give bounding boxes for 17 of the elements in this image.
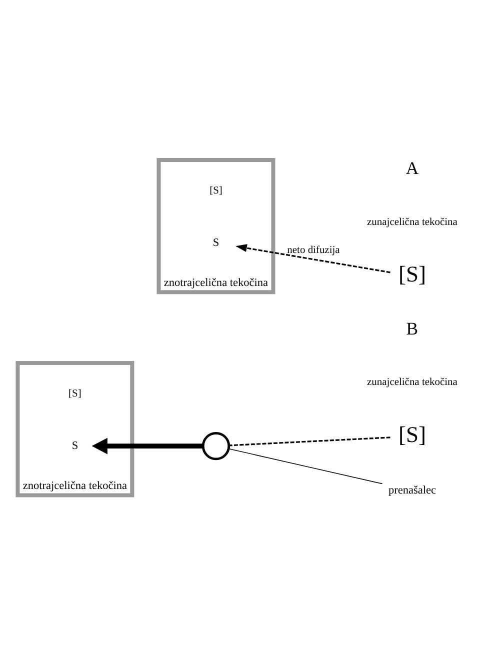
arrow	[92, 438, 204, 454]
label: zunajcelična tekočina	[367, 377, 458, 388]
label: [S]	[68, 388, 82, 400]
label: zunajcelična tekočina	[367, 216, 458, 228]
label: [S]	[210, 185, 222, 196]
node-text: [S]	[398, 262, 426, 287]
node-text: [S]	[398, 422, 426, 447]
edge-label: neto difuzija	[287, 244, 340, 256]
node-text: S	[72, 440, 78, 452]
label: A	[406, 158, 419, 178]
connector	[228, 448, 383, 484]
node-text: prenašalec	[388, 484, 436, 496]
connector	[228, 436, 390, 446]
label: B	[406, 318, 418, 339]
node-circle	[202, 432, 230, 460]
arrow	[236, 244, 390, 274]
node-text: S	[212, 236, 220, 249]
